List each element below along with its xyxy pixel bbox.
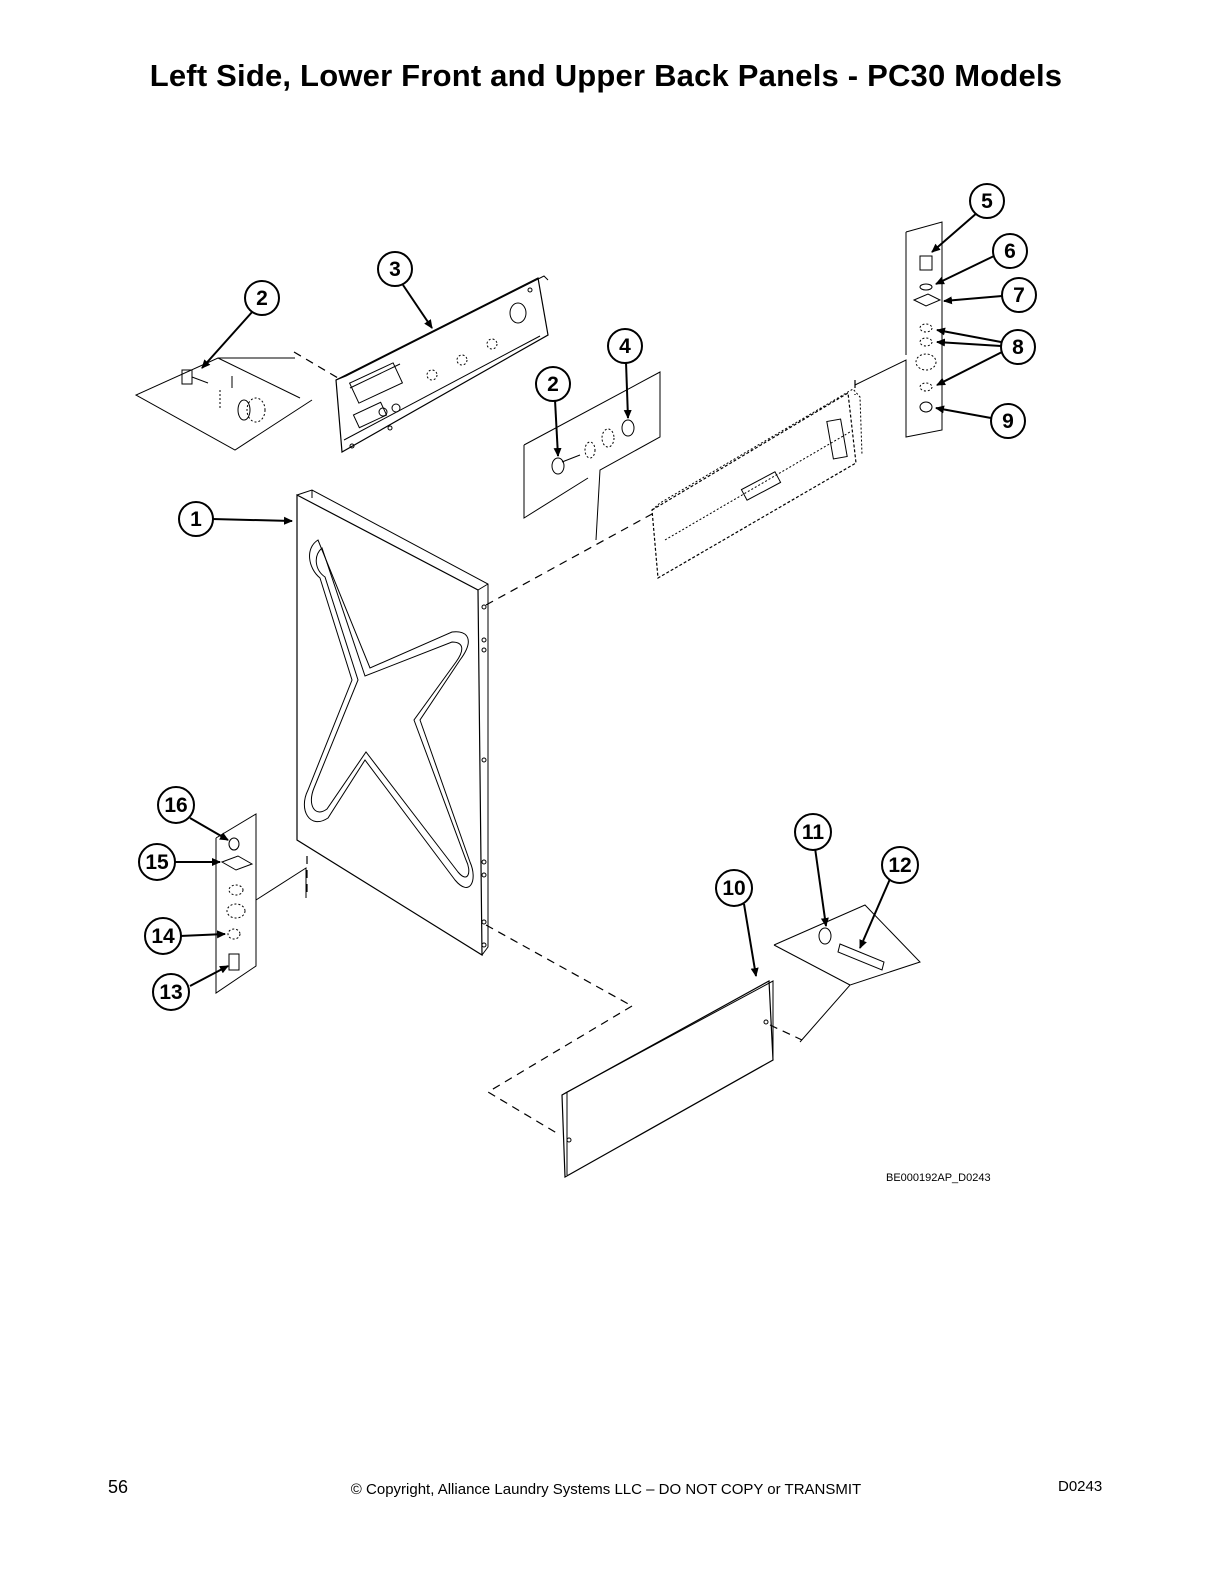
- callout-10: 10: [715, 869, 753, 907]
- lower-front-panel: [561, 980, 774, 1179]
- callout-label: 9: [1002, 410, 1014, 433]
- fastener-detail-box-lower-left: [215, 813, 307, 994]
- callout-3: 3: [377, 251, 413, 287]
- callout-label: 14: [151, 925, 175, 948]
- callout-label: 2: [547, 373, 559, 396]
- callout-label: 16: [164, 794, 187, 817]
- callout-16: 16: [157, 786, 195, 824]
- callout-13: 13: [152, 973, 190, 1011]
- callout-12: 12: [881, 846, 919, 884]
- callout-9: 9: [990, 403, 1026, 439]
- callout-15: 15: [138, 843, 176, 881]
- callout-label: 15: [145, 851, 169, 874]
- callout-label: 2: [256, 287, 268, 310]
- callout-2: 2: [535, 366, 571, 402]
- fastener-detail-box-right: [854, 221, 943, 438]
- callout-label: 3: [389, 258, 401, 281]
- document-code: D0243: [1058, 1478, 1103, 1495]
- drawing-id: BE000192AP_D0243: [886, 1172, 991, 1184]
- callout-label: 7: [1013, 284, 1025, 307]
- callout-label: 10: [722, 877, 745, 900]
- page-title: Left Side, Lower Front and Upper Back Pa…: [149, 58, 1063, 93]
- callout-label: 13: [159, 981, 182, 1004]
- left-side-panel: [296, 489, 489, 957]
- callout-label: 6: [1004, 240, 1016, 263]
- callout-label: 4: [619, 335, 631, 358]
- callout-label: 5: [981, 190, 993, 213]
- fastener-detail-box-left: [134, 357, 313, 451]
- callout-label: 12: [888, 854, 911, 877]
- leader-lines: [175, 211, 1003, 987]
- callout-5: 5: [969, 183, 1005, 219]
- fastener-detail-box-lower-right: [773, 904, 921, 1043]
- callout-11: 11: [794, 813, 832, 851]
- callout-label: 1: [190, 508, 202, 531]
- callout-8: 8: [1000, 329, 1036, 365]
- callout-1: 1: [178, 501, 214, 537]
- assembly-lines: [293, 351, 856, 1136]
- fastener-detail-box-center: [523, 371, 661, 541]
- copyright-notice: © Copyright, Alliance Laundry Systems LL…: [350, 1481, 862, 1498]
- upper-back-panel: [651, 388, 863, 579]
- callout-4: 4: [607, 328, 643, 364]
- callout-7: 7: [1001, 277, 1037, 313]
- callout-2: 2: [244, 280, 280, 316]
- callout-label: 8: [1012, 336, 1024, 359]
- callout-14: 14: [144, 917, 182, 955]
- callout-label: 11: [802, 821, 825, 844]
- page-number: 56: [108, 1477, 129, 1497]
- callout-6: 6: [992, 233, 1028, 269]
- control-panel: [335, 275, 549, 453]
